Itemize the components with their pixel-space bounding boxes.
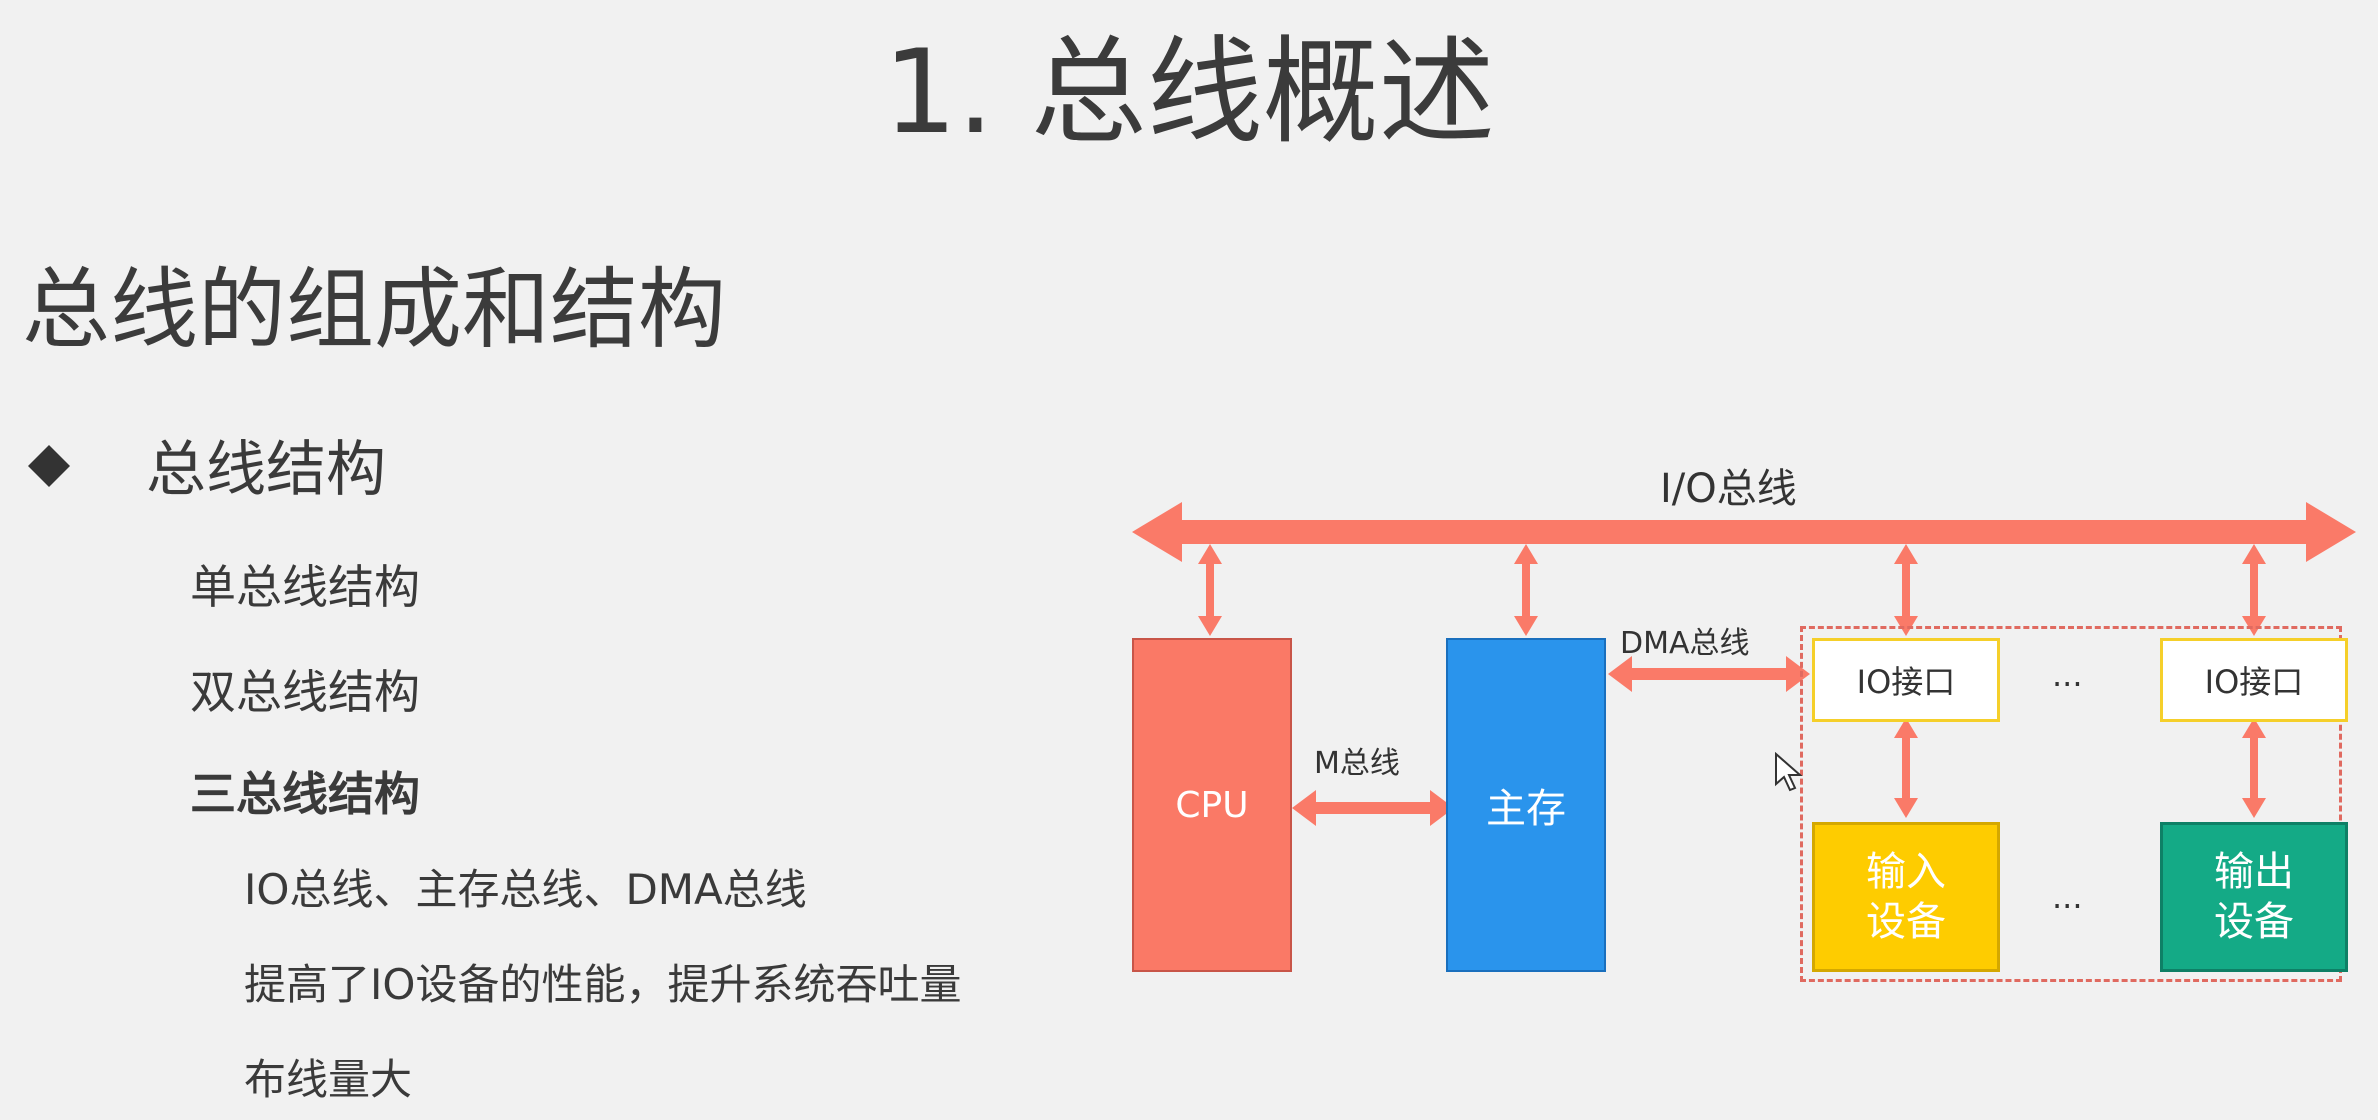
- dma-bus-arrow: [1608, 656, 1810, 692]
- io-device-group: [1800, 626, 2342, 982]
- io-interface-2-arrow: [2242, 544, 2266, 636]
- output-device-label-line1: 输出: [2214, 849, 2294, 895]
- ellipsis-top: ...: [2052, 656, 2083, 694]
- diamond-bullet-icon: [28, 445, 70, 487]
- output-device-box: 输出 设备: [2160, 822, 2348, 972]
- cpu-box: CPU: [1132, 638, 1292, 972]
- mouse-cursor-icon: [1775, 752, 1803, 792]
- io-interface-2: IO接口: [2160, 638, 2348, 722]
- slide-title: 1. 总线概述: [883, 25, 1495, 160]
- dma-bus-label: DMA总线: [1620, 626, 1750, 661]
- input-device-label-line2: 设备: [1866, 899, 1946, 945]
- item-single-bus: 单总线结构: [190, 560, 420, 614]
- output-device-label-line2: 设备: [2214, 899, 2294, 945]
- m-bus-label: M总线: [1314, 746, 1400, 781]
- subitem-wiring: 布线量大: [244, 1055, 413, 1104]
- input-device-box: 输入 设备: [1812, 822, 2000, 972]
- input-device-arrow: [1894, 718, 1918, 818]
- item-dual-bus: 双总线结构: [190, 665, 420, 719]
- memory-io-arrow: [1514, 544, 1538, 636]
- input-device-label-line1: 输入: [1866, 849, 1946, 895]
- cpu-io-arrow: [1198, 544, 1222, 636]
- item-triple-bus: 三总线结构: [190, 767, 420, 821]
- bus-diagram: I/O总线 DMA总线 M总线 CPU 主存 IO接口 IO接口 ... 输入 …: [1120, 440, 2370, 1060]
- subitem-bus-types: IO总线、主存总线、DMA总线: [244, 865, 807, 914]
- io-interface-1: IO接口: [1812, 638, 2000, 722]
- section-heading: 总线的组成和结构: [22, 258, 727, 361]
- io-interface-1-arrow: [1894, 544, 1918, 636]
- memory-box: 主存: [1446, 638, 1606, 972]
- io-bus-label: I/O总线: [1660, 466, 1797, 512]
- output-device-arrow: [2242, 718, 2266, 818]
- io-bus-arrow: [1132, 502, 2356, 562]
- bus-arrows: [1132, 502, 2356, 826]
- m-bus-arrow: [1292, 790, 1454, 826]
- subitem-performance: 提高了IO设备的性能，提升系统吞吐量: [244, 960, 962, 1009]
- ellipsis-bottom: ...: [2052, 878, 2083, 916]
- bullet-bus-structure: 总线结构: [146, 435, 386, 505]
